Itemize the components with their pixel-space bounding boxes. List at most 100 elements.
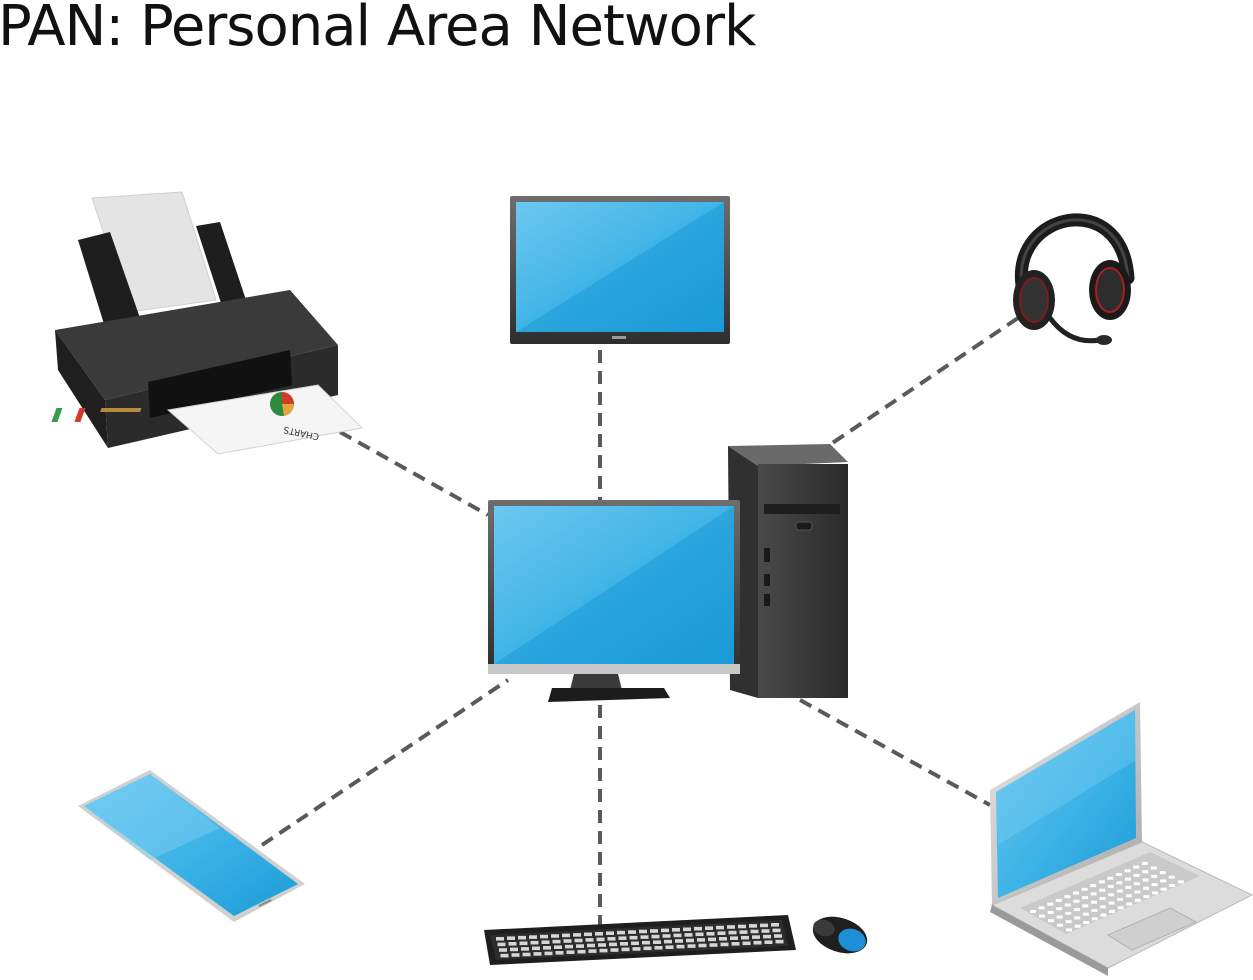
keyboard-key <box>749 924 757 928</box>
keyboard-key <box>728 930 737 935</box>
keyboard-key <box>573 933 581 937</box>
laptop-key <box>1169 884 1176 887</box>
keyboard-key <box>752 935 760 939</box>
laptop-key <box>1065 920 1072 924</box>
keyboard-key <box>532 946 540 951</box>
laptop-key <box>1133 873 1140 877</box>
laptop-key <box>1116 889 1123 893</box>
keyboard-key <box>750 929 759 934</box>
printer-icon: CHARTS <box>51 191 364 455</box>
keyboard-key <box>551 934 559 938</box>
laptop-key <box>1073 908 1080 912</box>
keyboard-key <box>717 931 726 935</box>
laptop-key <box>1055 898 1062 902</box>
keyboard-key <box>653 940 661 944</box>
keyboard-key <box>706 932 715 936</box>
keyboard-key <box>650 929 658 933</box>
laptop-key <box>1160 879 1167 883</box>
keyboard-key <box>763 934 771 939</box>
keyboard-key <box>654 946 663 950</box>
keyboard-key <box>772 928 781 933</box>
keyboard-key <box>684 933 693 937</box>
keyboard-key <box>540 934 548 939</box>
laptop-key <box>1125 877 1131 881</box>
keyboard-key <box>665 945 674 949</box>
laptop-key <box>1177 880 1184 884</box>
keyboard-key <box>507 936 515 940</box>
keyboard-key <box>620 942 628 946</box>
keyboard-key <box>521 947 529 951</box>
laptop-key <box>1048 919 1054 923</box>
keyboard-key <box>643 946 652 951</box>
laptop-key <box>1150 866 1157 870</box>
keyboard-key <box>686 938 694 943</box>
keyboard-mouse-icon <box>484 915 868 965</box>
monitor-icon <box>510 196 730 344</box>
keyboard-key <box>596 937 605 942</box>
laptop-key <box>1142 878 1149 882</box>
laptop-key <box>1091 917 1098 921</box>
keyboard-key <box>499 948 507 952</box>
link-printer <box>339 430 489 517</box>
laptop-key <box>1124 869 1131 873</box>
keyboard-key <box>640 935 649 939</box>
keyboard-key <box>676 944 685 949</box>
keyboard-key <box>563 939 572 943</box>
keyboard-key <box>496 937 504 941</box>
keyboard-key <box>606 931 614 935</box>
laptop-key <box>1143 886 1149 890</box>
keyboard-key <box>771 923 779 927</box>
keyboard-key <box>554 945 562 949</box>
keyboard-key <box>687 944 696 948</box>
laptop-key <box>1056 907 1063 911</box>
keyboard-key <box>741 935 749 940</box>
desktop-computer-icon <box>488 444 848 702</box>
keyboard-key <box>698 943 707 948</box>
keyboard-key <box>761 929 770 933</box>
keyboard-key <box>760 923 768 928</box>
laptop-key <box>1074 916 1081 920</box>
headset-icon <box>1013 213 1135 345</box>
keyboard-key <box>738 924 746 929</box>
link-smartphone <box>260 678 510 847</box>
keyboard-key <box>697 938 705 942</box>
laptop-key <box>1125 894 1132 898</box>
laptop-key <box>1091 900 1097 904</box>
laptop-key <box>1109 909 1115 913</box>
keyboard-key <box>719 937 727 941</box>
laptop-key <box>1056 915 1063 919</box>
keyboard-key <box>508 942 517 946</box>
laptop-key <box>1143 895 1150 899</box>
link-laptop <box>799 698 991 807</box>
laptop-key <box>1091 909 1098 912</box>
keyboard-key <box>628 930 636 934</box>
laptop-key <box>1133 865 1140 869</box>
keyboard-key <box>587 943 595 948</box>
keyboard-key <box>497 942 506 947</box>
keyboard-key <box>576 944 584 948</box>
keyboard-key <box>651 934 660 939</box>
laptop-key <box>1152 891 1158 895</box>
laptop-key <box>1108 901 1115 905</box>
smartphone-icon <box>78 770 305 922</box>
connection-links <box>260 316 1020 925</box>
keyboard-key <box>720 942 729 947</box>
keyboard-key <box>775 939 784 944</box>
laptop-key <box>1082 896 1088 900</box>
keyboard-key <box>574 938 583 943</box>
keyboard-key <box>565 944 573 949</box>
keyboard-key <box>511 953 520 957</box>
laptop-key <box>1047 910 1054 914</box>
keyboard-key <box>577 949 586 954</box>
laptop-key <box>1100 905 1106 909</box>
laptop-key <box>1030 910 1036 913</box>
keyboard-key <box>730 936 738 940</box>
keyboard-key <box>764 940 773 944</box>
keyboard-key <box>588 949 597 953</box>
keyboard-key <box>742 941 751 946</box>
keyboard-key <box>584 932 592 937</box>
laptop-key <box>1065 911 1072 915</box>
laptop-key <box>1074 924 1081 928</box>
laptop-key <box>1083 921 1090 924</box>
